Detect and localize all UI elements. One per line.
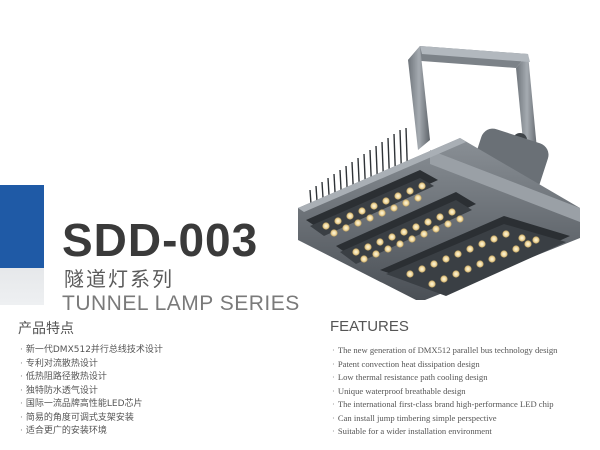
list-item: ·Low thermal resistance path cooling des…: [332, 372, 488, 382]
list-item: ·Suitable for a wider installation envir…: [332, 426, 492, 436]
list-item: ·适合更广的安装环境: [20, 426, 107, 436]
list-item: ·Can install jump timbering simple persp…: [332, 412, 497, 423]
list-item: ·The new generation of DMX512 parallel b…: [332, 345, 558, 355]
features-list-english: ·The new generation of DMX512 parallel b…: [332, 344, 557, 439]
list-item: ·专利对流散热设计: [20, 358, 98, 369]
decorative-blue-block: [0, 185, 44, 268]
product-model-title: SDD-003: [62, 214, 259, 266]
list-item: ·国际一流品牌高性能LED芯片: [20, 399, 143, 409]
product-name-chinese: 隧道灯系列: [64, 267, 174, 291]
list-item: ·低热阻路径散热设计: [20, 372, 107, 382]
list-item: ·新一代DMX512并行总线技术设计: [20, 345, 163, 355]
list-item: ·简易的角度可调式支架安装: [20, 412, 134, 423]
led-module-3: [380, 216, 570, 296]
tunnel-lamp-illustration: [298, 46, 580, 300]
led-module-1: [306, 170, 438, 237]
list-item: ·Patent convection heat dissipation desi…: [332, 358, 480, 369]
product-name-english: TUNNEL LAMP SERIES: [62, 292, 300, 315]
list-item: ·The international first-class brand hig…: [332, 399, 554, 409]
list-item: ·独特防水透气设计: [20, 385, 98, 396]
led-module-2: [336, 192, 476, 264]
features-list-chinese: ·新一代DMX512并行总线技术设计 ·专利对流散热设计 ·低热阻路径散热设计 …: [20, 344, 163, 439]
features-heading-english: FEATURES: [330, 318, 409, 335]
list-item: ·Unique waterproof breathable design: [332, 385, 466, 396]
features-heading-chinese: 产品特点: [18, 321, 74, 337]
